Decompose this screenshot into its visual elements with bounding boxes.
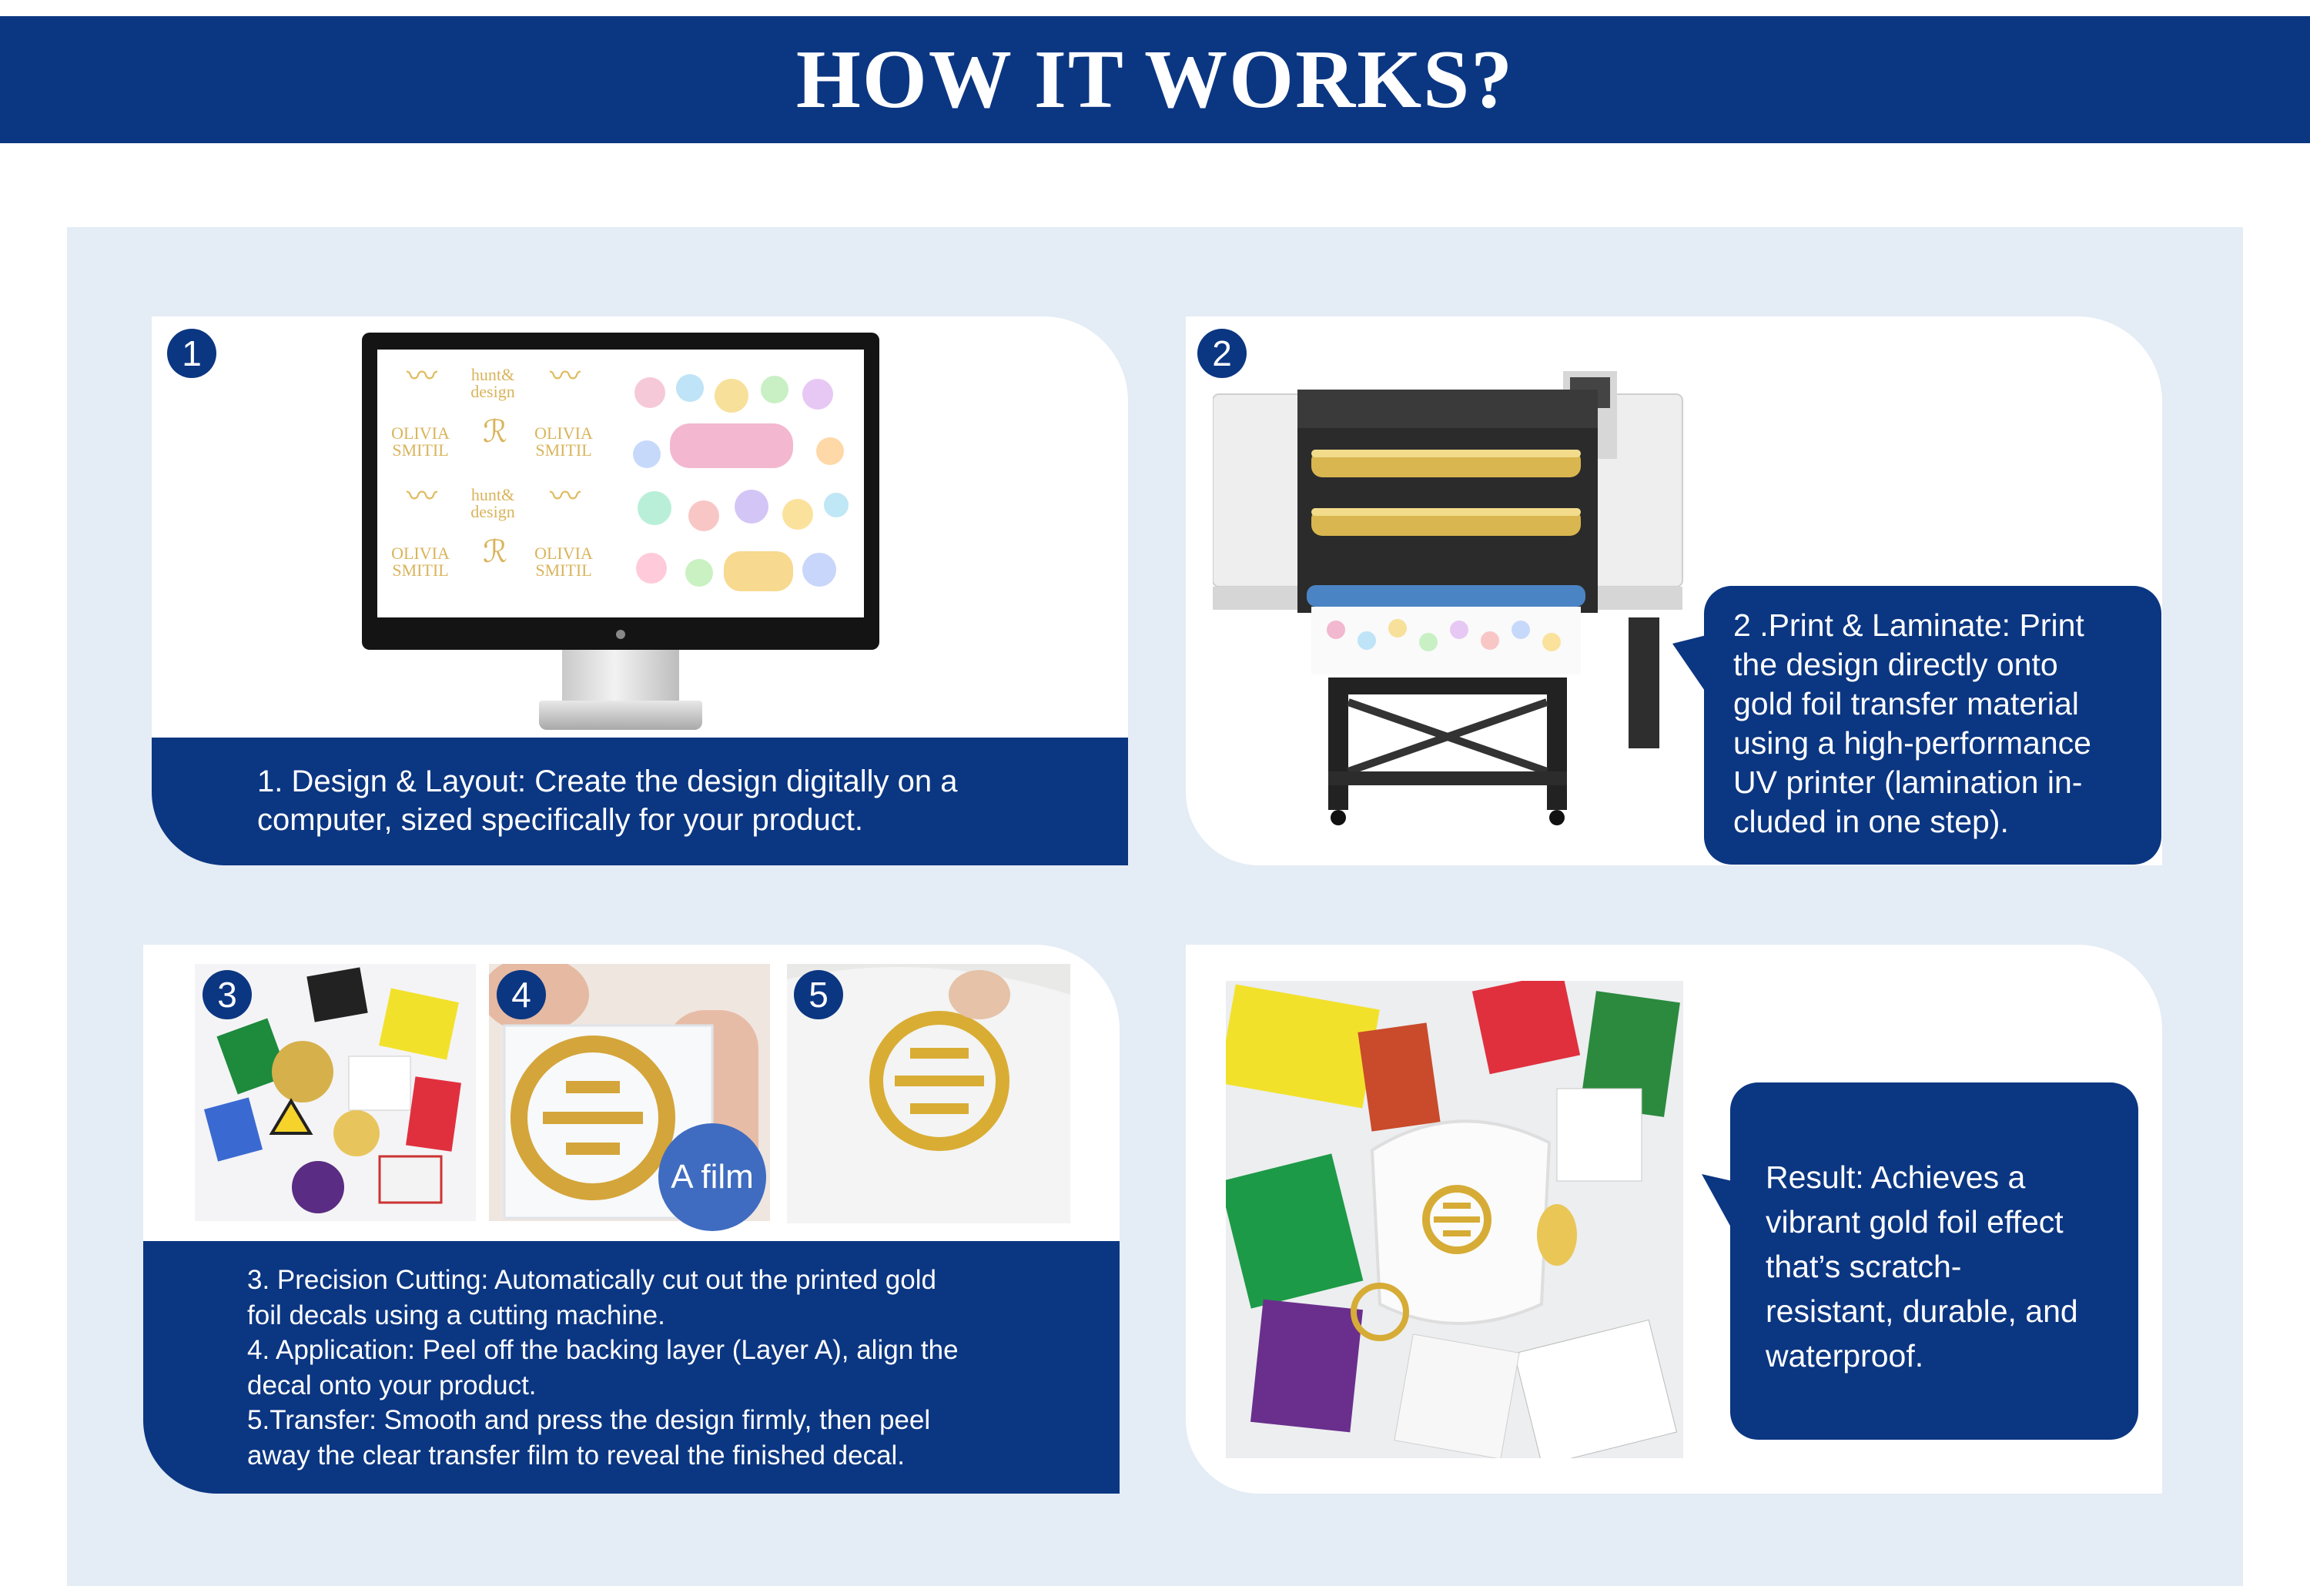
monitor-stand: [562, 650, 679, 707]
brand-b-line1: OLIVIA: [534, 423, 593, 443]
result-line-1: Result: Achieves a: [1766, 1159, 2026, 1195]
brand-b-line2: SMITIL: [535, 440, 592, 460]
page-title: HOW IT WORKS?: [795, 33, 1515, 125]
step-1-line-1: 1. Design & Layout: Create the design di…: [257, 765, 958, 798]
brand-b-line2: SMITIL: [535, 560, 592, 580]
step-5-line-1: 5.Transfer: Smooth and press the design …: [247, 1405, 931, 1435]
step-2-description: 2 .Print & Laminate: Print the design di…: [1704, 586, 2161, 865]
step-4-line-2: decal onto your product.: [247, 1370, 537, 1400]
speech-tail-icon: [1702, 1174, 1736, 1236]
brand-b-tile: OLIVIA SMITIL: [383, 545, 457, 579]
step-1-description: 1. Design & Layout: Create the design di…: [152, 738, 1128, 865]
brand-a-line1: hunt&: [470, 485, 515, 504]
step-2-line-5: UV printer (lamination in-: [1733, 765, 2083, 800]
cartoon-sticker-sheet: [624, 362, 855, 607]
wave-logo-icon: 〰: [407, 479, 437, 514]
apple-logo-icon: [616, 630, 625, 639]
monitor-image: 〰 hunt& design 〰 OLIVIA SMITIL ℛ OLIVIA …: [362, 333, 879, 650]
step-2-line-1: 2 .Print & Laminate: Print: [1733, 607, 2084, 643]
step-3-line-2: foil decals using a cutting machine.: [247, 1300, 665, 1330]
step-4-badge: 4: [497, 970, 546, 1019]
result-photo: [1226, 981, 1683, 1458]
step-1-badge: 1: [167, 329, 216, 378]
decorated-mug-image: [1226, 981, 1683, 1458]
monitor-screen: 〰 hunt& design 〰 OLIVIA SMITIL ℛ OLIVIA …: [377, 350, 864, 617]
steps-3-5-description: 3. Precision Cutting: Automatically cut …: [143, 1241, 1120, 1494]
cut-decals-photo: [195, 964, 476, 1221]
result-line-2: vibrant gold foil effect: [1766, 1204, 2064, 1240]
result-description: Result: Achieves a vibrant gold foil eff…: [1730, 1082, 2138, 1440]
step-3-line-1: 3. Precision Cutting: Automatically cut …: [247, 1265, 936, 1295]
result-line-3: that’s scratch-: [1766, 1249, 1962, 1284]
brand-b-line1: OLIVIA: [391, 423, 450, 443]
brand-b-tile: OLIVIA SMITIL: [527, 425, 601, 459]
monogram-icon: ℛ: [483, 534, 507, 569]
step-5-line-2: away the clear transfer film to reveal t…: [247, 1440, 906, 1471]
wave-logo-icon: 〰: [550, 359, 581, 393]
gold-design-layout: 〰 hunt& design 〰 OLIVIA SMITIL ℛ OLIVIA …: [383, 359, 614, 607]
transfer-photo: [787, 964, 1070, 1223]
step-5-badge: 5: [794, 970, 843, 1019]
brand-a-line2: design: [470, 502, 515, 521]
step-4-line-1: 4. Application: Peel off the backing lay…: [247, 1335, 959, 1365]
wave-logo-icon: 〰: [550, 479, 581, 514]
step-2-line-4: using a high-performance: [1733, 725, 2091, 761]
step-2-line-3: gold foil transfer material: [1733, 686, 2079, 721]
wave-logo-icon: 〰: [407, 359, 437, 393]
brand-a-line1: hunt&: [470, 365, 515, 384]
brand-b-tile: OLIVIA SMITIL: [527, 545, 601, 579]
brand-b-line2: SMITIL: [392, 560, 449, 580]
step-3-badge: 3: [203, 970, 252, 1019]
brand-b-line1: OLIVIA: [534, 544, 593, 563]
brand-b-line2: SMITIL: [392, 440, 449, 460]
brand-b-line1: OLIVIA: [391, 544, 450, 563]
result-line-5: waterproof.: [1766, 1338, 1924, 1373]
step-2-line-2: the design directly onto: [1733, 647, 2058, 682]
step-2-badge: 2: [1197, 329, 1247, 378]
monitor-stand-base: [539, 701, 702, 730]
uv-printer-image: [1213, 371, 1683, 825]
brand-a-tile: hunt& design: [462, 487, 524, 520]
brand-a-line2: design: [470, 382, 515, 401]
step-2-line-6: cluded in one step).: [1733, 804, 2009, 839]
brand-b-tile: OLIVIA SMITIL: [383, 425, 457, 459]
brand-a-tile: hunt& design: [462, 366, 524, 400]
speech-tail-icon: [1672, 634, 1709, 698]
finished-decal-image: [787, 964, 1070, 1223]
monogram-icon: ℛ: [483, 414, 507, 449]
result-line-4: resistant, durable, and: [1766, 1293, 2078, 1329]
step-1-line-2: computer, sized specifically for your pr…: [257, 803, 864, 837]
header-banner: HOW IT WORKS?: [0, 16, 2310, 143]
a-film-label: A film: [658, 1123, 766, 1231]
cartoon-characters: [633, 374, 849, 591]
